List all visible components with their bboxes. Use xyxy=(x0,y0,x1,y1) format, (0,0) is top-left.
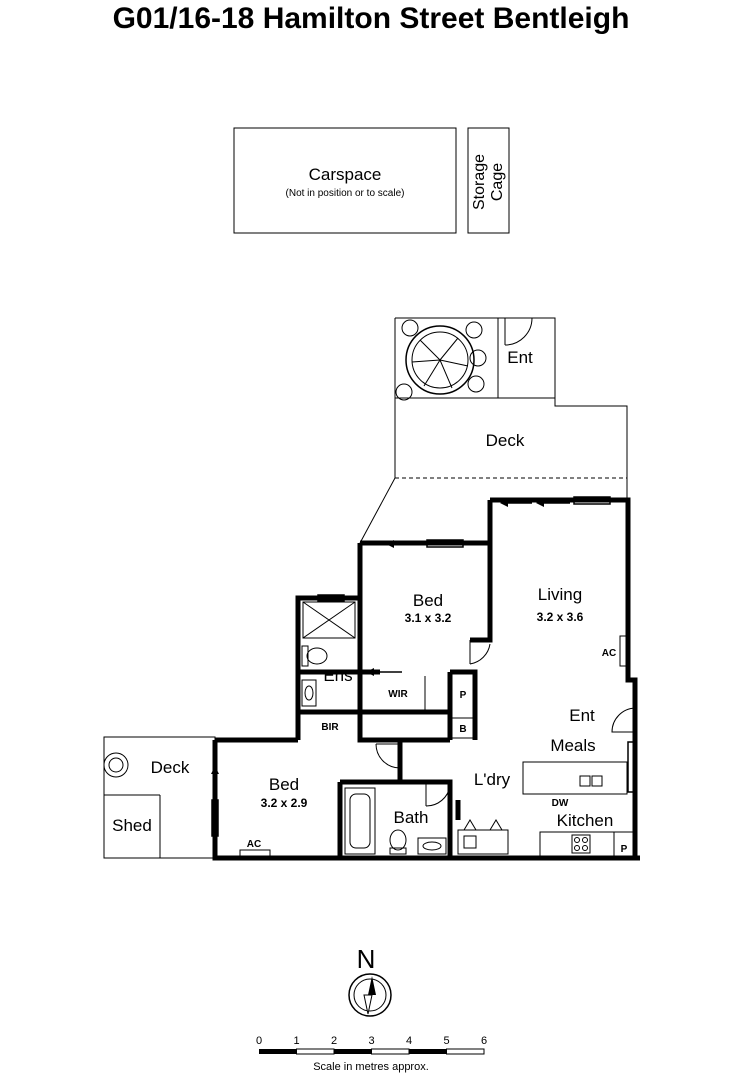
kitchen-bench xyxy=(539,831,636,857)
entry-mid-door xyxy=(611,707,636,733)
plan-title: G01/16-18 Hamilton Street Bentleigh xyxy=(113,2,630,35)
scale-bar: 0 1 2 3 4 5 6 Scale in metres approx. xyxy=(256,1035,487,1073)
ensuite-basin-icon xyxy=(301,679,317,707)
laundry-tub-icon xyxy=(457,819,509,855)
bed2-dims: 3.2 x 2.9 xyxy=(261,796,308,810)
deck-side-label: Deck xyxy=(151,758,190,777)
bed1-dims: 3.1 x 3.2 xyxy=(405,611,452,625)
ensuite-label: Ens xyxy=(323,666,352,685)
b-cupboard-tag: B xyxy=(459,724,466,735)
bed2-hallway-door xyxy=(375,743,401,769)
bed1-door xyxy=(469,640,491,665)
scale-tick-6: 6 xyxy=(481,1035,487,1047)
side-deck-outline xyxy=(103,736,216,859)
bed2-label: Bed xyxy=(269,775,299,794)
bath-basin-icon xyxy=(417,837,447,855)
sliding-door-bed1 xyxy=(386,539,464,548)
shed-label: Shed xyxy=(112,816,152,835)
meals-label: Meals xyxy=(550,736,595,755)
carspace-label: Carspace xyxy=(309,165,382,184)
storage-label-line2: Cage xyxy=(489,163,506,201)
bir-label: BIR xyxy=(321,722,339,733)
deck-main-label: Deck xyxy=(486,431,525,450)
north-compass-icon: N xyxy=(348,944,392,1017)
compass-north-label: N xyxy=(357,944,376,974)
deck-outline xyxy=(359,317,628,544)
pantry-tag: P xyxy=(460,690,467,701)
bath-tub-icon xyxy=(344,787,376,855)
storage-label-line1: Storage xyxy=(471,154,488,210)
bed2-ac-tag: AC xyxy=(247,839,261,850)
storage-cage-box: Storage Cage xyxy=(467,127,510,234)
ensuite-shower xyxy=(302,594,356,639)
entry-mid-label: Ent xyxy=(569,706,595,725)
scale-tick-0: 0 xyxy=(256,1035,262,1047)
entry-door-top xyxy=(504,317,533,346)
kitchen-label: Kitchen xyxy=(557,811,614,830)
laundry-label: L'dry xyxy=(474,770,511,789)
laundry-door xyxy=(425,782,451,807)
interior-walls xyxy=(298,543,493,858)
wir-label: WIR xyxy=(388,689,408,700)
garden-tree-icon xyxy=(395,319,487,401)
bath-toilet-icon xyxy=(389,829,407,855)
living-label: Living xyxy=(538,585,582,604)
side-deck-plant-icon xyxy=(103,752,129,778)
carspace-note: (Not in position or to scale) xyxy=(286,188,405,199)
carspace-box: Carspace (Not in position or to scale) xyxy=(233,127,457,234)
scale-tick-3: 3 xyxy=(368,1035,374,1047)
scale-tick-5: 5 xyxy=(443,1035,449,1047)
dw-tag: DW xyxy=(552,798,569,809)
sliding-door-living xyxy=(500,496,611,507)
living-dims: 3.2 x 3.6 xyxy=(537,610,584,624)
entry-top-label: Ent xyxy=(507,348,533,367)
bath-label: Bath xyxy=(394,808,429,827)
ensuite-toilet-icon xyxy=(301,645,328,667)
kitchen-island xyxy=(522,761,628,795)
living-ac-tag: AC xyxy=(602,648,616,659)
scale-tick-2: 2 xyxy=(331,1035,337,1047)
ensuite-door-arrow xyxy=(366,668,402,676)
scale-tick-4: 4 xyxy=(406,1035,412,1047)
bed1-label: Bed xyxy=(413,591,443,610)
scale-caption: Scale in metres approx. xyxy=(313,1061,429,1073)
scale-tick-1: 1 xyxy=(293,1035,299,1047)
kitchen-pantry-tag: P xyxy=(621,844,628,855)
